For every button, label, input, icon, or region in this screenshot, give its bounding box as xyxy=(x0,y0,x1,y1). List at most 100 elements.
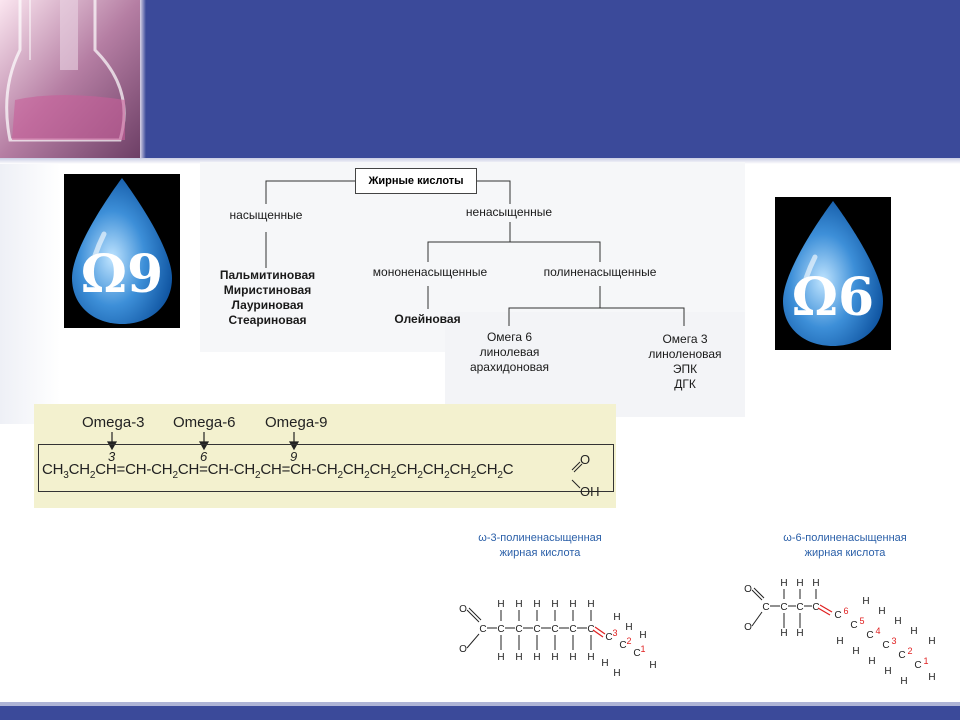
svg-text:C: C xyxy=(762,602,769,613)
svg-text:C: C xyxy=(633,648,640,659)
svg-text:C: C xyxy=(605,632,612,643)
footer-band xyxy=(0,706,960,720)
list-item: Стеариновая xyxy=(228,313,307,327)
svg-text:3: 3 xyxy=(612,628,617,638)
position-number: 6 xyxy=(200,449,208,464)
svg-text:H: H xyxy=(515,599,522,610)
tree-saturated-label: насыщенные xyxy=(229,208,303,222)
list-item: Пальмитиновая xyxy=(219,268,316,282)
svg-text:H: H xyxy=(515,652,522,663)
svg-text:2: 2 xyxy=(907,646,912,656)
svg-text:C: C xyxy=(834,610,841,621)
svg-text:H: H xyxy=(900,676,907,687)
svg-text:C: C xyxy=(533,624,540,635)
svg-text:H: H xyxy=(497,652,504,663)
svg-text:1: 1 xyxy=(640,644,645,654)
omega3-molecule-title: ω-3-полиненасыщенная жирная кислота xyxy=(478,532,602,559)
list-item: линоленовая xyxy=(648,347,722,361)
tree-mono-item: Олейновая xyxy=(394,312,461,326)
list-item: Миристиновая xyxy=(223,283,312,297)
svg-text:H: H xyxy=(551,599,558,610)
svg-text:C: C xyxy=(479,624,486,635)
tree-saturated-list: Пальмитиновая Миристиновая Лауриновая Ст… xyxy=(200,268,335,328)
omega3-structure: O O C C H H C H H C H H C H H C H H C H … xyxy=(459,599,657,679)
svg-text:C: C xyxy=(866,630,873,641)
svg-text:C: C xyxy=(780,602,787,613)
svg-text:H: H xyxy=(639,630,646,641)
svg-text:H: H xyxy=(910,626,917,637)
svg-text:H: H xyxy=(601,658,608,669)
svg-text:C: C xyxy=(569,624,576,635)
svg-text:C: C xyxy=(619,640,626,651)
svg-text:6: 6 xyxy=(843,606,848,616)
list-item: ДГК xyxy=(674,377,696,391)
footer-line xyxy=(0,702,960,706)
svg-text:O: O xyxy=(744,584,752,595)
position-number: 3 xyxy=(108,449,116,464)
marker-arrows xyxy=(106,432,300,451)
svg-text:H: H xyxy=(649,660,656,671)
flask-photo xyxy=(0,0,140,158)
tree-mono-label: мононенасыщенные xyxy=(372,265,488,279)
svg-text:Ω9: Ω9 xyxy=(81,244,163,305)
svg-text:H: H xyxy=(587,599,594,610)
position-number: 9 xyxy=(290,449,298,464)
header-band xyxy=(0,0,960,158)
svg-text:C: C xyxy=(882,640,889,651)
svg-text:O: O xyxy=(459,604,467,615)
svg-text:H: H xyxy=(569,652,576,663)
svg-text:H: H xyxy=(613,612,620,623)
svg-text:H: H xyxy=(796,628,803,639)
svg-text:H: H xyxy=(884,666,891,677)
svg-text:C: C xyxy=(497,624,504,635)
svg-text:5: 5 xyxy=(859,616,864,626)
hydroxyl-group: OH xyxy=(580,484,600,499)
svg-text:C: C xyxy=(587,624,594,635)
svg-text:O: O xyxy=(744,622,752,633)
svg-text:H: H xyxy=(868,656,875,667)
svg-text:H: H xyxy=(894,616,901,627)
water-drop-icon: Ω6 xyxy=(783,201,883,346)
tree-omega3-group: Омега 3 линоленовая ЭПК ДГК xyxy=(625,332,745,392)
omega6-molecule-title: ω-6-полиненасыщенная жирная кислота xyxy=(783,532,907,559)
svg-text:H: H xyxy=(587,652,594,663)
svg-text:H: H xyxy=(497,599,504,610)
header-shadow xyxy=(0,158,960,164)
omega9-drop-image: Ω9 xyxy=(64,174,180,328)
list-item: арахидоновая xyxy=(469,360,550,374)
svg-text:2: 2 xyxy=(626,636,631,646)
svg-text:H: H xyxy=(796,578,803,589)
svg-text:H: H xyxy=(780,578,787,589)
svg-text:H: H xyxy=(613,668,620,679)
svg-text:4: 4 xyxy=(875,626,880,636)
svg-text:C: C xyxy=(914,660,921,671)
carbonyl-oxygen: O xyxy=(580,452,591,467)
tree-unsaturated-label: ненасыщенные xyxy=(465,205,553,219)
svg-text:C: C xyxy=(551,624,558,635)
tree-root: Жирные кислоты xyxy=(355,168,477,194)
svg-text:H: H xyxy=(852,646,859,657)
svg-text:H: H xyxy=(569,599,576,610)
list-item: ЭПК xyxy=(672,362,698,376)
tree-omega6-group: Омега 6 линолевая арахидоновая xyxy=(462,330,557,375)
svg-text:3: 3 xyxy=(891,636,896,646)
svg-text:H: H xyxy=(928,636,935,647)
omega6-title: Омега 6 xyxy=(486,330,533,344)
left-fade-decoration xyxy=(0,164,60,424)
list-item: линолевая xyxy=(479,345,540,359)
tree-poly-label: полиненасыщенные xyxy=(543,265,657,279)
omega6-structure: O O C C H H C H H C H C C C C C C H H H … xyxy=(744,578,936,687)
water-drop-icon: Ω9 xyxy=(72,178,172,324)
omega6-marker: Omega-6 xyxy=(173,414,236,431)
svg-text:C: C xyxy=(812,602,819,613)
svg-text:C: C xyxy=(515,624,522,635)
svg-text:C: C xyxy=(796,602,803,613)
svg-text:H: H xyxy=(551,652,558,663)
svg-text:O: O xyxy=(459,644,467,655)
fatty-acid-chain-panel: Omega-3 Omega-6 Omega-9 3 6 9 CH3CH2CH=C… xyxy=(34,404,616,508)
svg-text:H: H xyxy=(928,672,935,683)
svg-text:H: H xyxy=(878,606,885,617)
acid-bonds xyxy=(571,461,583,489)
omega6-drop-image: Ω6 xyxy=(775,197,891,350)
omega9-marker: Omega-9 xyxy=(265,414,328,431)
